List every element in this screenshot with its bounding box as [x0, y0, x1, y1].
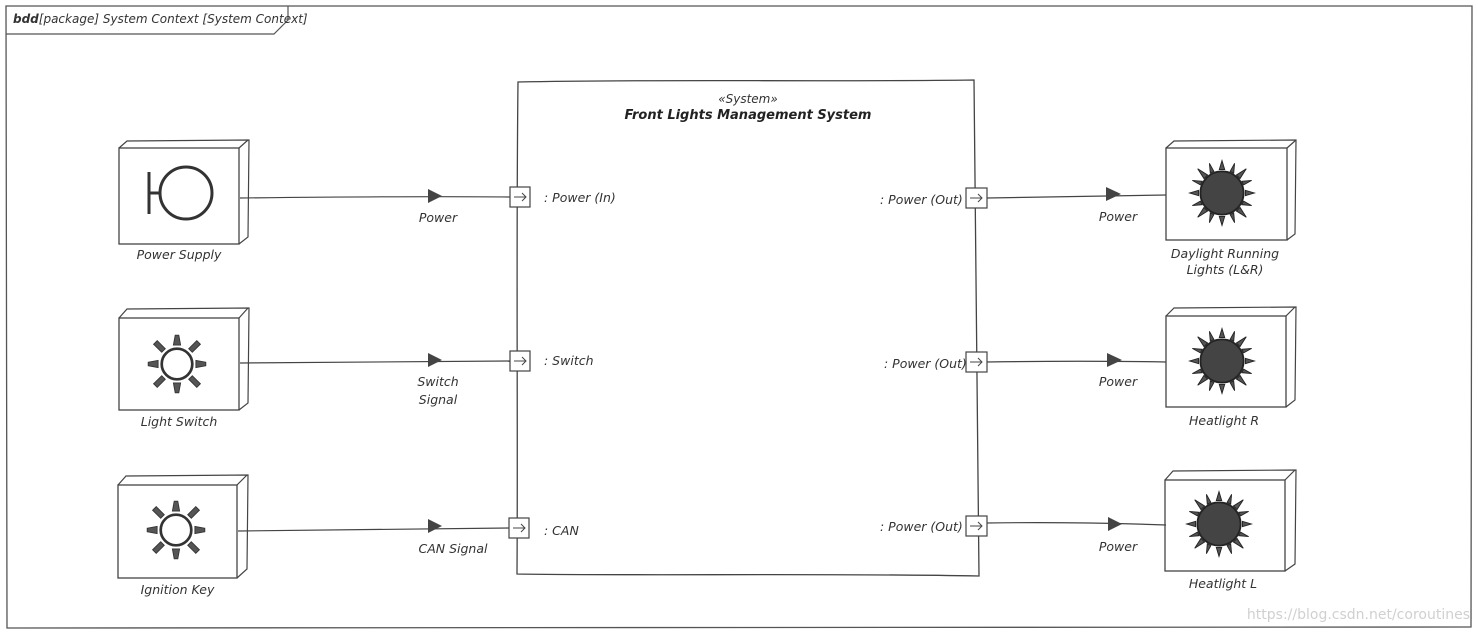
flow-arrow — [428, 189, 442, 203]
block-name-heatlight-l: Heatlight L — [1188, 576, 1258, 591]
diagram-frame — [5, 5, 1473, 629]
connector-power-out-2 — [986, 360, 1167, 363]
light-switch-icon — [146, 333, 208, 395]
flow-label-power: Power — [418, 210, 458, 225]
block-name-drl-line2: Lights (L&R) — [1186, 262, 1264, 277]
frame-qualifier: [package] System Context [System Context… — [38, 12, 308, 26]
connector-can — [237, 527, 510, 532]
port-power-out-3 — [965, 515, 988, 537]
frame-tag-outline — [6, 6, 289, 35]
system-block — [516, 79, 980, 577]
connector-power-in — [239, 195, 511, 199]
connector-switch — [239, 360, 511, 364]
frame-kind: bdd — [13, 12, 39, 26]
frame-tag: bdd[package] System Context [System Cont… — [13, 12, 308, 26]
block-name-drl-line1: Daylight Running — [1170, 246, 1280, 261]
port-power-in — [509, 186, 531, 208]
block-name-power-supply: Power Supply — [136, 247, 222, 262]
flow-label-power-out-3: Power — [1098, 539, 1138, 554]
watermark: https://blog.csdn.net/coroutines — [1246, 607, 1470, 623]
power-supply-block — [118, 139, 250, 245]
port-power-out-1 — [965, 187, 988, 209]
system-stereotype: «System» — [718, 92, 778, 106]
port-label-power-out-2: : Power (Out) — [884, 356, 967, 371]
flow-arrow — [1106, 187, 1121, 201]
block-name-ignition-key: Ignition Key — [140, 582, 215, 597]
port-switch — [509, 350, 531, 372]
connector-power-out-3 — [986, 522, 1167, 526]
flow-arrow — [428, 519, 442, 533]
port-can — [508, 517, 530, 539]
port-power-out-2 — [965, 351, 988, 373]
flow-label-can-signal: CAN Signal — [418, 541, 488, 556]
flow-label-power-out-1: Power — [1098, 209, 1138, 224]
flow-arrow — [428, 353, 442, 367]
block-name-heatlight-r: Heatlight R — [1188, 413, 1259, 428]
flow-label-switch-signal-line1: Switch — [417, 374, 459, 389]
flow-label-switch-signal-line2: Signal — [418, 392, 458, 407]
port-label-switch: : Switch — [544, 353, 594, 368]
block-name-light-switch: Light Switch — [140, 414, 218, 429]
port-label-can: : CAN — [544, 523, 579, 538]
port-label-power-out-3: : Power (Out) — [880, 519, 963, 534]
flow-arrow — [1108, 517, 1122, 531]
system-name: Front Lights Management System — [624, 108, 872, 123]
flow-label-power-out-2: Power — [1098, 374, 1138, 389]
ignition-key-icon — [145, 499, 207, 561]
port-label-power-in: : Power (In) — [544, 190, 616, 205]
connector-power-out-1 — [986, 194, 1167, 199]
port-label-power-out-1: : Power (Out) — [880, 192, 963, 207]
flow-arrow — [1107, 353, 1122, 367]
power-supply-icon — [147, 165, 214, 221]
